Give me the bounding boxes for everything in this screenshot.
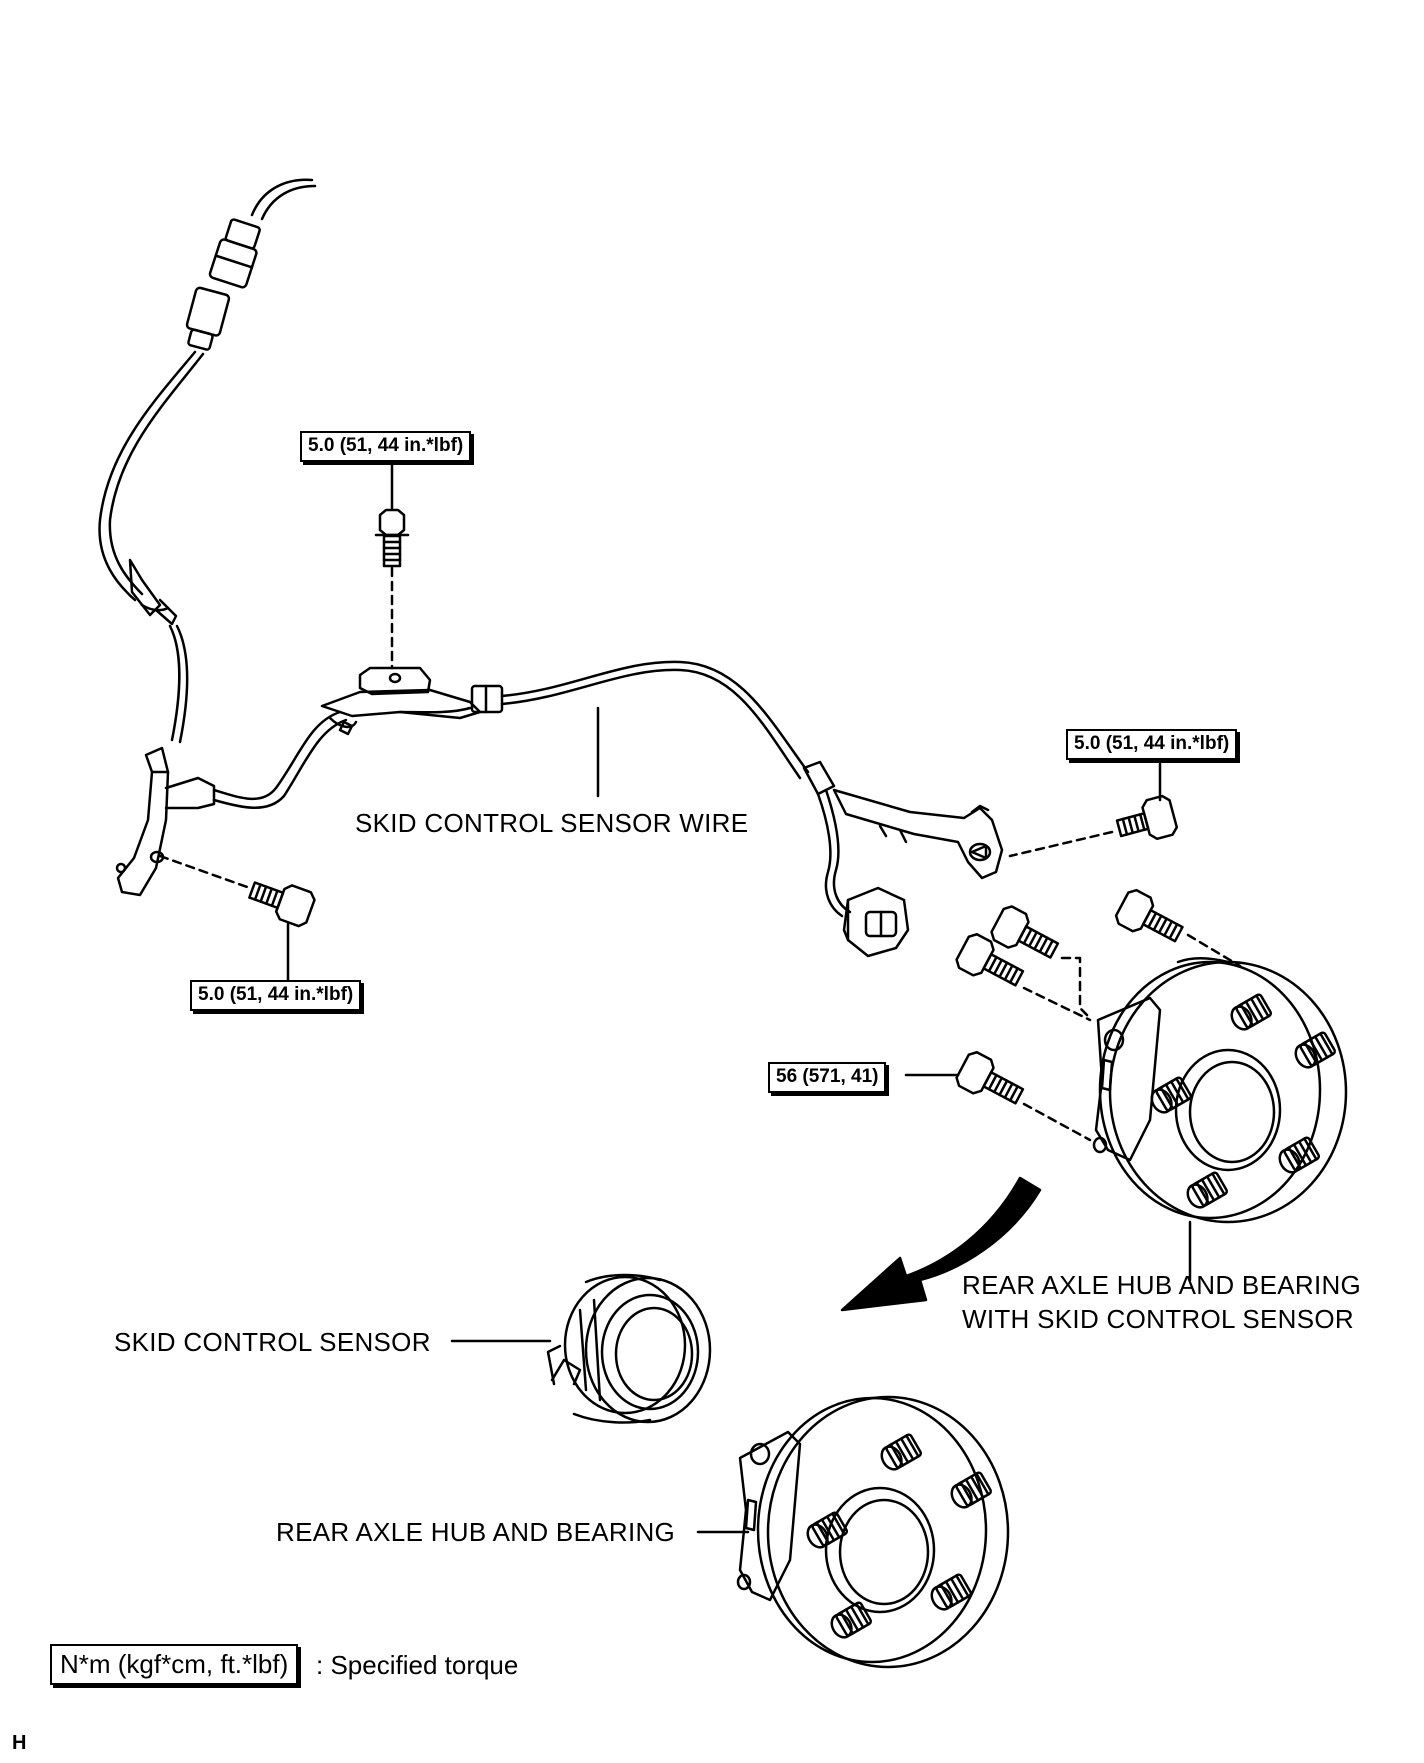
label-hub-with-sensor-line2: WITH SKID CONTROL SENSOR: [962, 1304, 1354, 1334]
skid-control-sensor-illustration: [546, 1273, 712, 1424]
label-sensor: SKID CONTROL SENSOR: [114, 1327, 431, 1357]
label-hub: REAR AXLE HUB AND BEARING: [276, 1517, 676, 1547]
hub-illustration: [736, 1395, 1010, 1669]
disassembly-arrow: [840, 1176, 1042, 1312]
torque-callout-right: 5.0 (51, 44 in.*lbf): [1066, 729, 1238, 760]
hub-with-sensor-illustration: [1092, 957, 1348, 1224]
label-hub-with-sensor-line1: REAR AXLE HUB AND BEARING: [962, 1270, 1362, 1300]
torque-callout-hub-bolts: 56 (571, 41): [768, 1062, 887, 1093]
bolt-top: [374, 456, 410, 670]
bolt-right: [1008, 762, 1179, 858]
corner-mark: H: [12, 1732, 27, 1754]
torque-callout-left: 5.0 (51, 44 in.*lbf): [190, 980, 362, 1011]
legend-torque-box: N*m (kgf*cm, ft.*lbf): [50, 1644, 299, 1685]
legend-torque-text: : Specified torque: [316, 1650, 519, 1680]
hub-bolts: [904, 888, 1242, 1142]
sensor-wire-harness: [98, 178, 1004, 958]
torque-callout-top: 5.0 (51, 44 in.*lbf): [300, 431, 472, 462]
label-sensor-wire: SKID CONTROL SENSOR WIRE: [355, 808, 749, 838]
bolt-left: [158, 854, 316, 982]
